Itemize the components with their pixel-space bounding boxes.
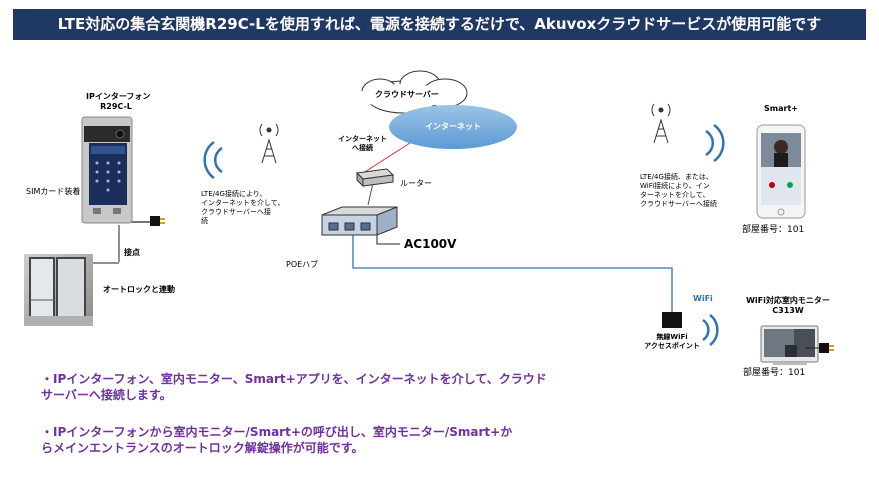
wifi-waves-right-icon — [705, 123, 725, 163]
sim-card-label: SIMカード装着 — [26, 187, 81, 196]
page-title-banner: LTE対応の集合玄関機R29C-Lを使用すれば、電源を接続するだけで、Akuvo… — [13, 9, 866, 40]
poe-hub-label: POEハブ — [286, 260, 319, 269]
router-label: ルーター — [400, 179, 432, 188]
access-point-label: 無線WiFi アクセスポイント — [644, 333, 700, 350]
door-phone-title: IPインターフォン R29C-L — [86, 92, 151, 111]
smartphone-room-number: 部屋番号：101 — [742, 225, 805, 235]
router-to-internet-link — [359, 142, 411, 176]
lte-left-description: LTE/4G接続により、 インターネットを介して、 クラウドサーバーへ接 続 — [201, 190, 285, 225]
smartphone-title: Smart+ — [764, 104, 798, 113]
monitor-power-plug-icon — [805, 343, 834, 353]
power-plug-icon — [150, 216, 165, 226]
wifi-waves-access-point-icon — [702, 314, 719, 346]
monitor-title: WiFi対応室内モニター C313W — [746, 296, 830, 315]
cell-tower-left-icon — [259, 123, 279, 164]
wifi-waves-left-icon — [203, 140, 223, 180]
door-phone-device — [81, 116, 133, 224]
autolock-label: オートロックと連動 — [103, 285, 175, 294]
wifi-label: WiFi — [693, 294, 713, 303]
indoor-monitor-icon — [760, 325, 819, 365]
poe-hub-icon — [321, 206, 398, 236]
internet-cloud-icon — [389, 105, 517, 149]
smartphone-icon — [756, 124, 806, 219]
contact-label: 接点 — [124, 248, 140, 257]
entrance-door-photo — [24, 254, 93, 326]
bullet-point-1: ・IPインターフォン、室内モニター、Smart+アプリを、インターネットを介して… — [41, 372, 547, 402]
hub-to-access-point-link — [352, 235, 673, 312]
router-to-hub-link — [367, 182, 374, 206]
cloud-server-icon — [358, 70, 468, 114]
router-icon — [355, 168, 395, 188]
ac100v-label: AC100V — [404, 237, 457, 251]
bullet-point-2: ・IPインターフォンから室内モニター/Smart+の呼び出し、室内モニター/Sm… — [41, 425, 513, 455]
lte-right-description: LTE/4G接続、または、 WiFi接続により、イン ターネットを介して、 クラ… — [640, 173, 717, 208]
cloud-server-label: クラウドサーバー — [375, 90, 439, 99]
internet-connect-label: インターネット へ接続 — [338, 135, 387, 152]
access-point-icon — [662, 312, 682, 328]
cell-tower-right-icon — [651, 103, 671, 144]
internet-label: インターネット — [425, 122, 481, 131]
hub-power-cable — [376, 233, 400, 245]
monitor-room-number: 部屋番号：101 — [743, 368, 806, 378]
